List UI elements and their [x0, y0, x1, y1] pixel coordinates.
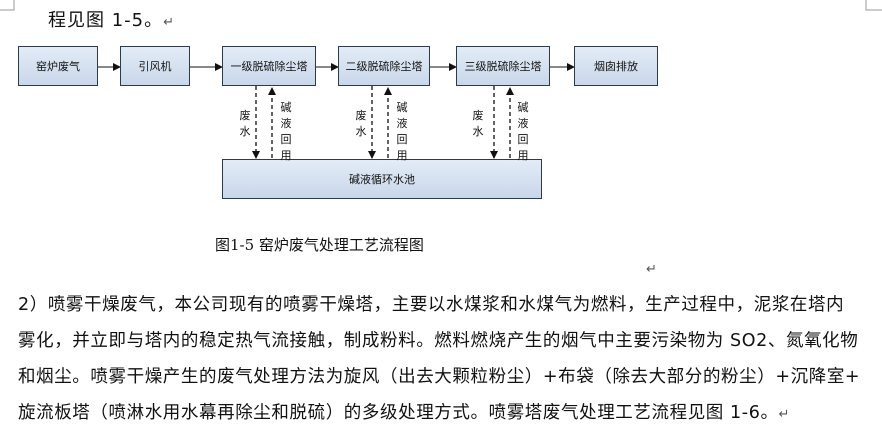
crop-mark-right	[865, 0, 882, 11]
box-alkali-pool: 碱液循环水池	[222, 159, 542, 199]
paragraph-mark: ↵	[163, 15, 176, 30]
heading-text: 程见图 1-5。	[48, 10, 164, 31]
box-tower-2: 二级脱硫除尘塔	[338, 46, 430, 86]
heading-line: 程见图 1-5。↵	[48, 6, 175, 32]
paragraph-line-4: 旋流板塔（喷淋水用水幕再除尘和脱硫）的多级处理方式。喷雾塔废气处理工艺流程见图 …	[18, 395, 878, 433]
label-alkali-reuse-3: 碱液回用	[517, 101, 529, 162]
crop-mark-left	[0, 0, 15, 11]
body-paragraph: 2）喷雾干燥废气，本公司现有的喷雾干燥塔，主要以水煤浆和水煤气为燃料，生产过程中…	[18, 287, 878, 433]
paragraph-line-2: 雾化，并立即与塔内的稳定热气流接触，制成粉料。燃料燃烧产生的烟气中主要污染物为 …	[18, 331, 859, 351]
label-waste-water-3: 废水	[472, 109, 484, 138]
figure-caption: 图1-5 窑炉废气处理工艺流程图	[215, 236, 424, 254]
paragraph-line-3: 和烟尘。喷雾干燥产生的废气处理方法为旋风（出去大颗粒粉尘）+布袋（除去大部分的粉…	[18, 367, 861, 387]
paragraph-mark: ↵	[778, 407, 791, 422]
box-tower-1: 一级脱硫除尘塔	[222, 46, 316, 86]
label-waste-water-1: 废水	[239, 109, 251, 138]
label-alkali-reuse-2: 碱液回用	[396, 101, 408, 162]
label-alkali-reuse-1: 碱液回用	[280, 101, 292, 162]
box-tower-3: 三级脱硫除尘塔	[456, 46, 550, 86]
paragraph-line-1: 2）喷雾干燥废气，本公司现有的喷雾干燥塔，主要以水煤浆和水煤气为燃料，生产过程中…	[18, 295, 845, 315]
label-waste-water-2: 废水	[355, 109, 367, 138]
paragraph-line-4-text: 旋流板塔（喷淋水用水幕再除尘和脱硫）的多级处理方式。喷雾塔废气处理工艺流程见图 …	[18, 403, 779, 423]
paragraph-mark: ↵	[646, 262, 657, 277]
box-induced-fan: 引风机	[120, 46, 190, 86]
box-kiln-exhaust: 窑炉废气	[18, 46, 98, 86]
box-chimney: 烟囱排放	[574, 46, 658, 86]
